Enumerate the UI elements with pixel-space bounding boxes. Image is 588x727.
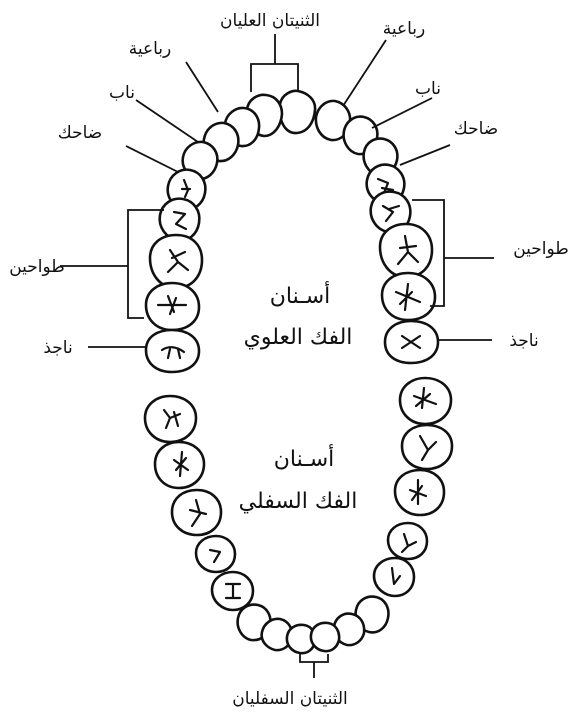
label-upper-jaw-line2: الفك العلوي xyxy=(244,325,353,350)
label-upper-molar-left: ناجذ xyxy=(509,331,538,351)
upper-central-incisor-left xyxy=(280,91,315,133)
leader-lateral-right xyxy=(186,62,218,112)
label-upper-lateral-incisor-right: رباعية xyxy=(129,39,172,59)
label-upper-canine-right: ناب xyxy=(109,83,135,103)
leader-premolar-left xyxy=(400,145,450,165)
lower-premolar-right-1 xyxy=(196,536,235,572)
upper-molar-left-1 xyxy=(380,224,432,277)
label-upper-jaw-line1: أسـنان xyxy=(270,281,331,309)
upper-molar-right-1 xyxy=(150,235,202,288)
label-upper-molar-right: ناجذ xyxy=(43,338,72,358)
label-upper-first-premolar-right: ضاحك xyxy=(58,123,102,143)
label-lower-central-incisors: الثنيتان السفليان xyxy=(232,689,348,709)
label-lower-jaw-line2: الفك السفلي xyxy=(239,489,358,514)
leader-premolar-right xyxy=(126,146,178,172)
label-upper-premolars-left: طواحين xyxy=(513,239,569,259)
upper-third-molar-right xyxy=(146,330,199,372)
lower-central-incisor-left xyxy=(311,623,339,651)
label-upper-lateral-incisor-left: رباعية xyxy=(383,19,426,39)
label-lower-jaw-line1: أسـنان xyxy=(274,444,335,472)
lower-incisors-bracket xyxy=(300,654,328,678)
label-upper-canine-left: ناب xyxy=(415,79,441,99)
label-upper-premolars-right: طواحين xyxy=(9,257,65,277)
label-upper-central-incisors: الثنيتان العليان xyxy=(220,11,320,31)
leader-canine-right xyxy=(136,100,198,142)
leader-canine-left xyxy=(372,98,432,128)
label-upper-first-premolar-left: ضاحك xyxy=(454,119,498,139)
lower-premolar-left-1 xyxy=(388,523,427,559)
upper-incisors-bracket xyxy=(251,34,298,92)
lower-arch xyxy=(145,378,452,653)
leader-lateral-left xyxy=(343,40,386,106)
